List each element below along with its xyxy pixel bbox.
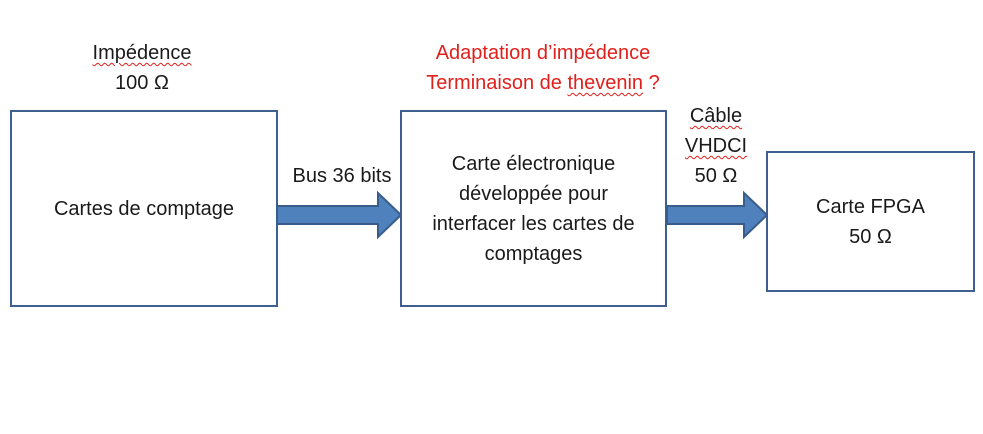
box-electronique-line-3: interfacer les cartes de bbox=[432, 212, 635, 235]
adaptation-line-1: Adaptation d’impédence bbox=[435, 42, 651, 64]
arrow-cable-shape bbox=[666, 190, 769, 240]
box-electronique-line-1: Carte électronique bbox=[451, 152, 616, 175]
arrow-bus-shape bbox=[276, 190, 403, 240]
cable-line-3: 50 Ω bbox=[694, 165, 738, 187]
arrow-bus bbox=[276, 190, 403, 240]
impedance-title: Impédence bbox=[92, 42, 192, 64]
impedance-value: 100 Ω bbox=[115, 72, 169, 94]
box-fpga-line-1: Carte FPGA bbox=[816, 195, 925, 218]
cable-line-2: VHDCI bbox=[684, 135, 748, 157]
impedance-label: Impédence 100 Ω bbox=[72, 38, 212, 98]
box-carte-electronique: Carte électronique développée pour inter… bbox=[400, 110, 667, 307]
box-carte-fpga: Carte FPGA 50 Ω bbox=[766, 151, 975, 292]
adaptation-line-2: Terminaison de thevenin ? bbox=[426, 72, 660, 94]
box-fpga-line-2: 50 Ω bbox=[849, 225, 892, 248]
box-electronique-line-4: comptages bbox=[484, 242, 583, 265]
arrow-cable bbox=[666, 190, 769, 240]
box-electronique-line-2: développée pour bbox=[458, 182, 608, 205]
cable-label: Câble VHDCI 50 Ω bbox=[666, 101, 766, 191]
box-cartes-de-comptage: Cartes de comptage bbox=[10, 110, 278, 307]
bus-label: Bus 36 bits bbox=[292, 165, 392, 187]
cable-line-1: Câble bbox=[689, 105, 743, 127]
box-comptage-label: Cartes de comptage bbox=[53, 197, 235, 220]
adaptation-annotation: Adaptation d’impédence Terminaison de th… bbox=[398, 38, 688, 98]
